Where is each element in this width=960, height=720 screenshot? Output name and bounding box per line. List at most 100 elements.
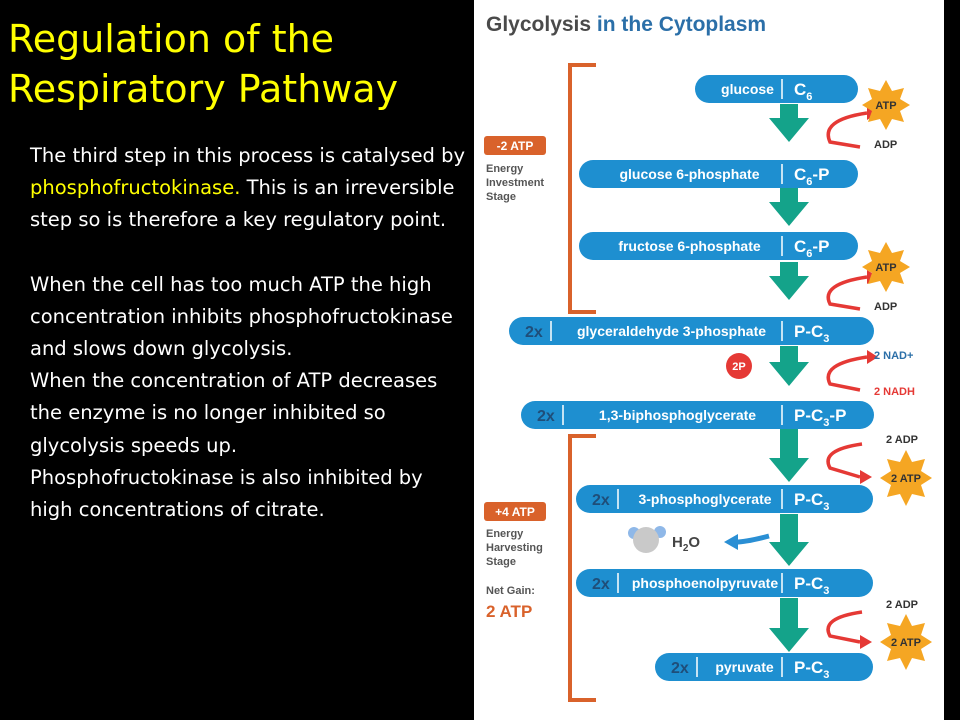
net-gain-label: Net Gain: [486,585,535,597]
step-name: glucose 6-phosphate [619,166,759,182]
step-pill-bg [579,160,858,188]
step-name: glyceraldehyde 3-phosphate [577,323,766,339]
atp-arc-1 [826,111,868,149]
step-formula: P-C3 [794,322,829,345]
step-formula: P-C3 [794,490,829,513]
step-pill: 2x pyruvate P-C3 [655,653,873,681]
nadh-label: 2 NADH [874,386,915,398]
step-name: glucose [721,81,774,97]
water-molecule-icon [628,526,666,553]
harvesting-label-3: Stage [486,556,516,568]
step-formula: C6 [794,80,812,103]
step-formula: P-C3-P [794,406,846,429]
net-gain-value: 2 ATP [486,602,532,621]
step-multiplier: 2x [537,408,555,425]
step-pill: 2x 1,3-biphosphoglycerate P-C3-P [521,401,874,429]
harvesting-label-2: Harvesting [486,542,543,554]
adp-arc-2 [826,610,863,644]
glycolysis-figure: Glycolysis in the Cytoplasm -2 ATP Energ… [474,0,944,720]
investment-label-3: Stage [486,191,516,203]
minus-2-atp-badge [484,136,546,155]
two-atp-label-1: 2 ATP [891,473,921,485]
adp-label-1: ADP [874,139,897,151]
phosphate-icon [726,353,752,379]
water-label: H2O [672,534,700,554]
side-arcs [826,111,868,644]
step-pill: 2x 3-phosphoglycerate P-C3 [576,485,873,513]
step-pill-bg [579,232,858,260]
step-multiplier: 2x [592,492,610,509]
step-multiplier: 2x [525,324,543,341]
step-pill-bg [576,569,873,597]
two-atp-star-icon [880,614,932,670]
down-arrow-icon [769,188,809,226]
arrowhead-icon [867,350,878,364]
down-arrow-icon [769,262,809,300]
arrowhead-icon [860,635,872,649]
step-pill-bg [695,75,858,103]
investment-bracket [568,63,596,314]
step-pill: 2x glyceraldehyde 3-phosphate P-C3 [509,317,874,345]
title-line-1: Regulation of the [8,17,335,61]
step-formula: P-C3 [794,658,829,681]
adp-label-2: ADP [874,301,897,313]
step-formula: C6-P [794,237,829,260]
minus-2-atp-text: -2 ATP [497,139,534,153]
p1-text: The third step in this process is cataly… [30,144,466,167]
step-pill-bg [521,401,874,429]
nad-arc [826,355,868,392]
paragraph-atp-low: When the concentration of ATP decreases … [30,369,438,457]
body-text: The third step in this process is cataly… [30,140,470,526]
plus-4-atp-badge [484,502,546,521]
slide-title: Regulation of the Respiratory Pathway [8,14,448,114]
plus-4-atp-text: +4 ATP [495,505,535,519]
water-arrowhead-icon [724,534,738,550]
step-name: 3-phosphoglycerate [638,491,771,507]
down-arrow-icon [769,598,809,652]
paragraph-atp-high: When the cell has too much ATP the high … [30,272,453,361]
arrowhead-icon [860,470,872,484]
atp-label-1: ATP [875,100,896,112]
figure-title: Glycolysis in the Cytoplasm [486,13,766,36]
step-pill: glucose C6 [695,75,858,103]
step-name: fructose 6-phosphate [618,238,761,254]
step-pill: 2x phosphoenolpyruvate P-C3 [576,569,873,597]
investment-label-2: Investment [486,177,544,189]
harvesting-label-1: Energy [486,528,524,540]
down-arrow-icon [769,428,809,482]
down-arrow-icon [769,514,809,566]
harvesting-bracket [568,434,596,702]
nad-label: 2 NAD+ [874,350,913,362]
step-name: phosphoenolpyruvate [632,575,778,591]
step-multiplier: 2x [671,660,689,677]
step-formula: C6-P [794,165,829,188]
two-adp-label-2: 2 ADP [886,599,918,611]
atp-star-icon [862,80,910,130]
paragraph-pfk-step: The third step in this process is cataly… [30,140,470,237]
atp-star-icon [862,242,910,292]
down-arrow-icon [769,104,809,142]
p1-text-cont: This is an irreversible step so is there… [30,176,455,232]
step-name: pyruvate [715,659,774,675]
title-line-2: Respiratory Pathway [8,67,399,111]
step-formula: P-C3 [794,574,829,597]
step-pill: glucose 6-phosphate C6-P [579,160,858,188]
two-atp-star-icon [880,450,932,506]
step-name: 1,3-biphosphoglycerate [599,407,756,423]
step-arrows [769,104,809,652]
atp-label-2: ATP [875,262,896,274]
step-pill-bg [576,485,873,513]
arc-heads [860,106,878,649]
enzyme-highlight: phosphofructokinase. [30,176,241,200]
paragraph-citrate: Phosphofructokinase is also inhibited by… [30,465,423,522]
water-arrow [735,533,770,545]
step-pill: fructose 6-phosphate C6-P [579,232,858,260]
investment-label-1: Energy [486,163,524,175]
down-arrow-icon [769,346,809,386]
two-adp-label-1: 2 ADP [886,434,918,446]
step-pill-bg [655,653,873,681]
adp-arc-1 [826,442,863,479]
atp-arc-2 [826,275,868,311]
step-multiplier: 2x [592,576,610,593]
